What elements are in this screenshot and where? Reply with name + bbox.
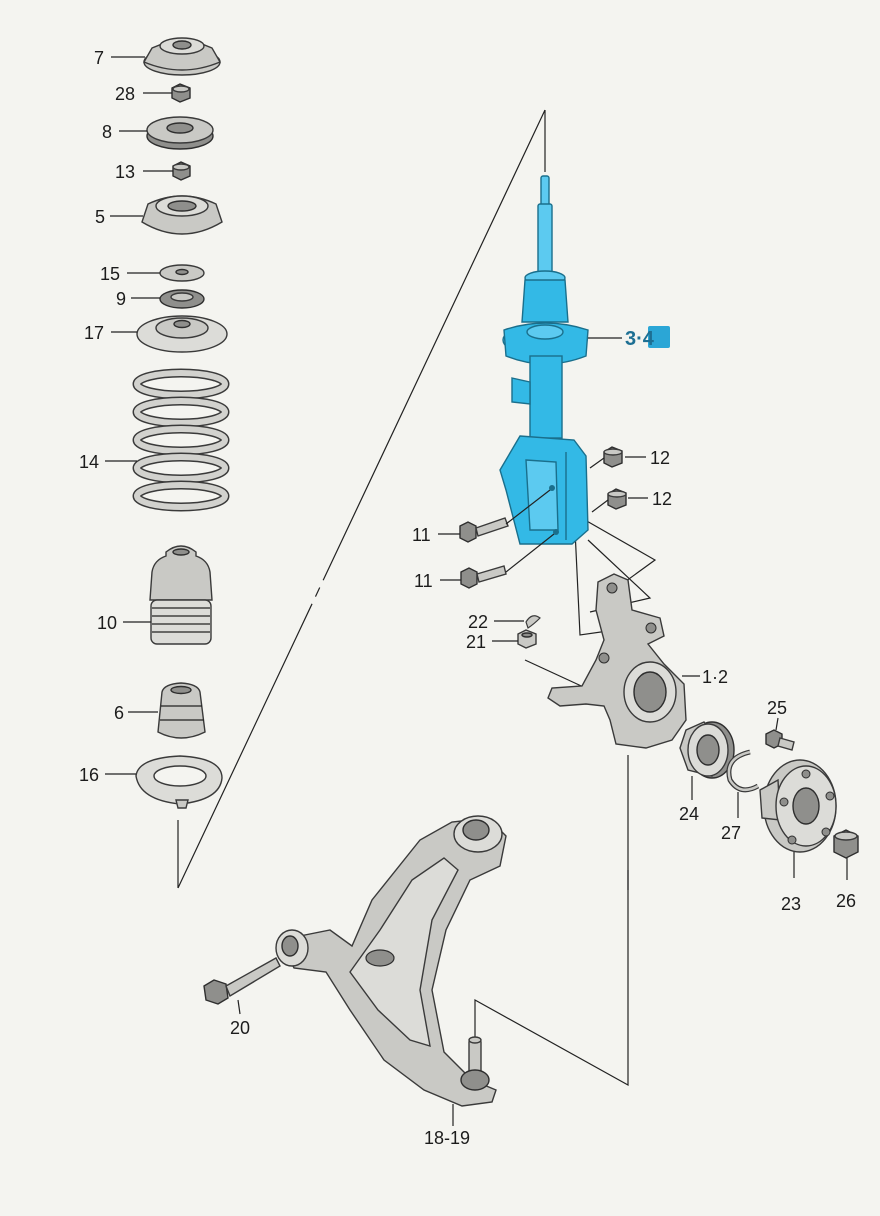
label-13: 13 <box>115 162 135 182</box>
label-1-2: 1·2 <box>702 667 728 687</box>
part-8-bearing[interactable] <box>146 116 214 150</box>
label-7: 7 <box>94 48 104 68</box>
label-28: 28 <box>115 84 135 104</box>
part-17-spring-seat[interactable] <box>136 315 228 353</box>
part-9-washer[interactable] <box>159 289 205 309</box>
label-26: 26 <box>836 891 856 911</box>
part-7-top-mount[interactable] <box>143 37 221 76</box>
label-22: 22 <box>468 612 488 632</box>
assembly-guide-lines <box>177 109 657 1087</box>
part-5-strut-bearing[interactable] <box>141 195 223 235</box>
label-11-lower: 11 <box>414 571 433 591</box>
part-27-circlip[interactable] <box>726 749 760 793</box>
part-22-cotter-pin[interactable] <box>525 615 541 629</box>
label-6: 6 <box>114 703 124 723</box>
label-15: 15 <box>100 264 120 284</box>
part-1-2-steering-knuckle[interactable] <box>547 573 687 749</box>
part-12-nut-lower[interactable] <box>607 488 627 510</box>
label-12-lower: 12 <box>652 489 672 509</box>
part-12-nut-upper[interactable] <box>603 446 623 468</box>
label-23: 23 <box>781 894 801 914</box>
label-8: 8 <box>102 122 112 142</box>
label-14: 14 <box>79 452 99 472</box>
part-11-bolt-lower[interactable] <box>460 565 507 589</box>
label-11-upper: 11 <box>412 525 431 545</box>
part-28-nut[interactable] <box>171 83 191 103</box>
label-16: 16 <box>79 765 99 785</box>
part-11-bolt-upper[interactable] <box>459 517 509 543</box>
part-21-castle-nut[interactable] <box>517 629 537 649</box>
part-14-coil-spring[interactable] <box>132 368 230 512</box>
part-26-nut[interactable] <box>833 829 859 859</box>
label-21: 21 <box>466 632 486 652</box>
part-16-spring-pad[interactable] <box>135 755 223 809</box>
label-20: 20 <box>230 1018 250 1038</box>
label-25: 25 <box>767 698 787 718</box>
part-20-bolt[interactable] <box>203 957 281 1005</box>
part-6-bump-stop[interactable] <box>157 682 206 739</box>
label-12-upper: 12 <box>650 448 670 468</box>
part-lower-control-arm[interactable] <box>275 815 507 1107</box>
part-13-nut[interactable] <box>172 161 191 181</box>
label-3-4: 3·4 <box>625 328 655 350</box>
label-3-4-highlight <box>648 326 670 348</box>
part-24-wheel-bearing[interactable] <box>679 721 735 779</box>
label-9: 9 <box>116 289 126 309</box>
part-3-4-shock-absorber[interactable] <box>499 175 589 545</box>
part-10-dust-boot[interactable] <box>149 545 213 645</box>
part-23-wheel-hub[interactable] <box>759 759 837 853</box>
part-18-19-ball-joint[interactable] <box>460 1036 490 1091</box>
part-25-bolt[interactable] <box>765 729 795 751</box>
left-leaders <box>105 56 173 775</box>
label-18-19: 18-19 <box>424 1128 470 1148</box>
label-10: 10 <box>97 613 117 633</box>
label-27: 27 <box>721 823 741 843</box>
part-15-washer[interactable] <box>159 264 205 282</box>
label-17: 17 <box>84 323 104 343</box>
label-24: 24 <box>679 804 699 824</box>
label-5: 5 <box>95 207 105 227</box>
